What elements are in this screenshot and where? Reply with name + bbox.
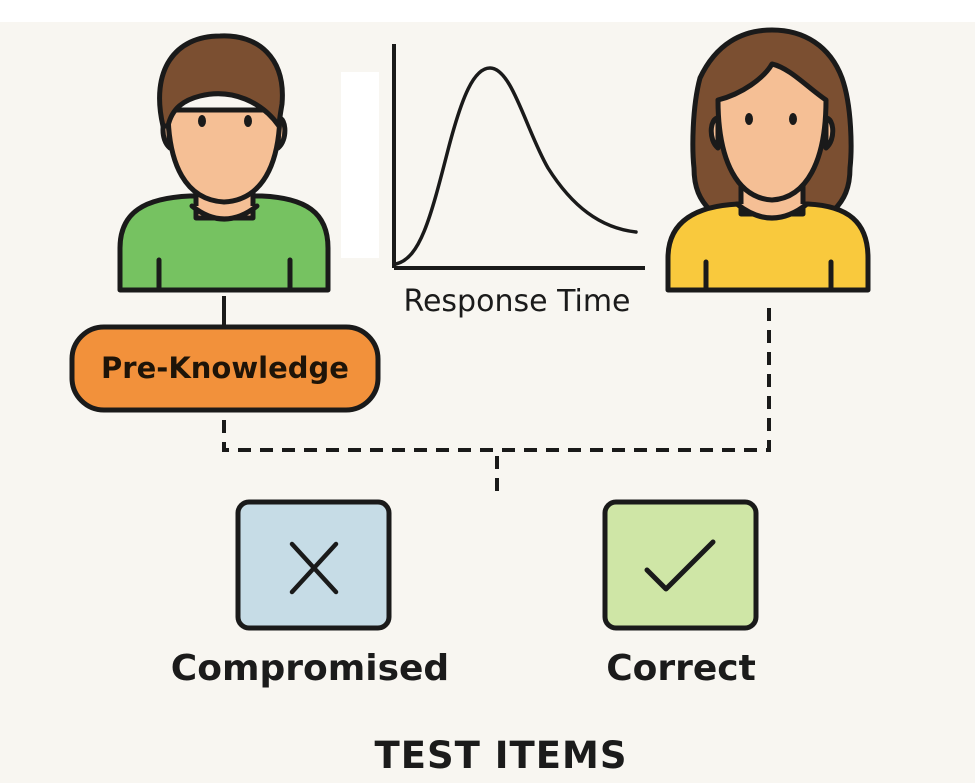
correct-label: Correct <box>606 648 756 689</box>
response-time-curve <box>394 66 638 266</box>
response-time-label: Response Time <box>403 284 631 319</box>
checkmark-icon <box>644 539 716 592</box>
pre-knowledge-pill <box>69 324 381 413</box>
compromised-box <box>235 499 392 631</box>
response-time-chart <box>341 44 645 270</box>
dashed-connectors <box>222 306 771 496</box>
test-items-label: TEST ITEMS <box>374 734 628 777</box>
pre-knowledge-label: Pre-Knowledge <box>101 351 349 385</box>
female-person-icon <box>665 27 871 293</box>
x-mark-icon <box>289 541 339 595</box>
male-person-icon <box>117 33 331 293</box>
compromised-label: Compromised <box>170 648 450 689</box>
correct-box <box>602 499 759 631</box>
